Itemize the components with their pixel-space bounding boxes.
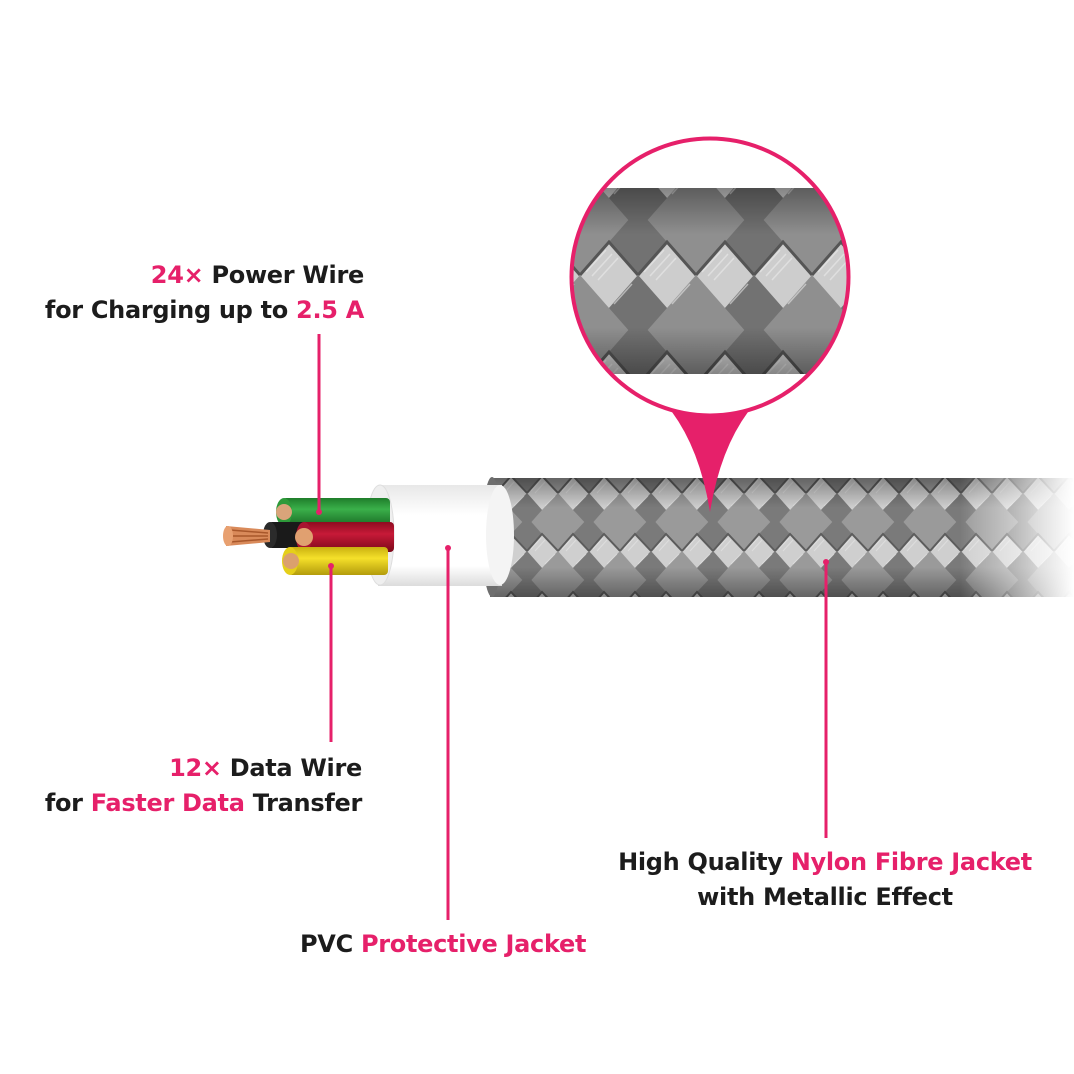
power-count: 24× xyxy=(150,261,204,289)
power-wire-label: 24× Power Wire for Charging up to 2.5 A xyxy=(45,258,364,328)
nylon-highlight: Nylon Fibre Jacket xyxy=(790,848,1032,876)
magnifier-callout xyxy=(569,136,851,512)
data-desc-suffix: Transfer xyxy=(244,789,363,817)
power-amperage: 2.5 A xyxy=(296,296,364,324)
pvc-prefix: PVC xyxy=(300,930,361,958)
nylon-braid-jacket xyxy=(482,470,1074,605)
power-desc: for Charging up to xyxy=(44,296,297,324)
nylon-jacket-label: High Quality Nylon Fibre Jacket with Met… xyxy=(560,845,1074,915)
copper-core xyxy=(223,526,270,546)
data-desc-highlight: Faster Data xyxy=(90,789,245,817)
data-title: Data Wire xyxy=(221,754,363,782)
pvc-highlight: Protective Jacket xyxy=(360,930,587,958)
data-count: 12× xyxy=(169,754,222,782)
data-desc-prefix: for xyxy=(44,789,91,817)
nylon-subtitle: with Metallic Effect xyxy=(697,883,953,911)
callout-lines xyxy=(317,334,828,920)
data-wire-label: 12× Data Wire for Faster Data Transfer xyxy=(45,751,362,821)
pvc-jacket-label: PVC Protective Jacket xyxy=(300,927,586,962)
callout-dots xyxy=(316,509,829,569)
nylon-prefix: High Quality xyxy=(618,848,791,876)
colored-wires xyxy=(223,498,394,575)
power-title: Power Wire xyxy=(203,261,364,289)
